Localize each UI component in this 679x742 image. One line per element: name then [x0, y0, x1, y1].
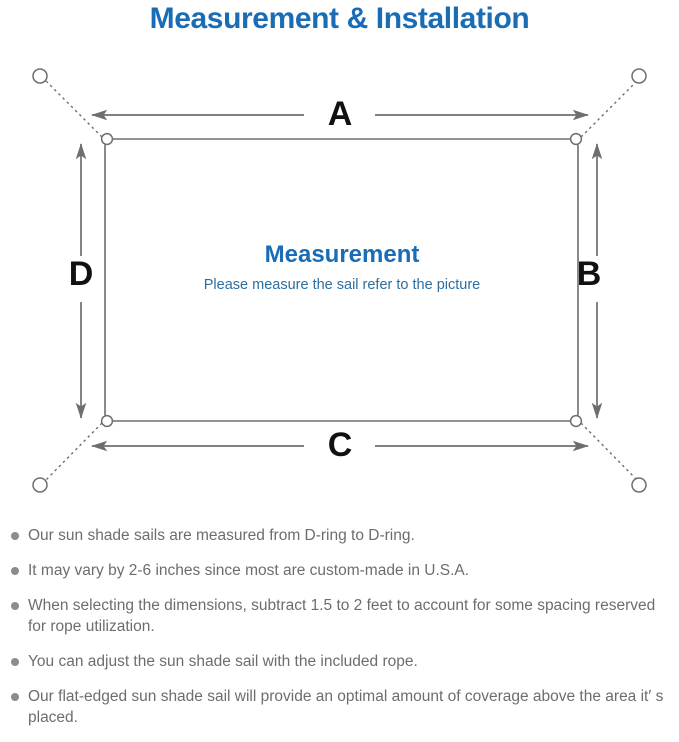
list-item: When selecting the dimensions, subtract …	[0, 595, 679, 637]
diagram-center-heading: Measurement	[264, 241, 420, 268]
bullet-icon	[11, 567, 19, 575]
bullet-icon	[11, 658, 19, 666]
d-ring-bottom-left	[100, 414, 114, 428]
bullet-icon	[11, 693, 19, 701]
anchor-point-bottom-left	[32, 477, 48, 493]
bullet-icon	[11, 532, 19, 540]
anchor-points	[32, 68, 647, 493]
d-ring-top-right	[569, 132, 583, 146]
anchor-point-bottom-right	[631, 477, 647, 493]
rope-bottom-right	[580, 422, 639, 482]
rope-top-left	[44, 79, 103, 138]
list-item-text: It may vary by 2-6 inches since most are…	[28, 562, 470, 579]
dimension-label-b: B	[576, 255, 602, 293]
dimension-label-c: C	[327, 426, 353, 464]
list-item-text: Our flat-edged sun shade sail will provi…	[28, 688, 664, 726]
d-ring-top-left	[100, 132, 114, 146]
rope-bottom-left	[44, 422, 103, 482]
d-ring-bottom-right	[569, 414, 583, 428]
rope-top-right	[580, 79, 639, 138]
dimension-label-a: A	[327, 95, 353, 133]
list-item: You can adjust the sun shade sail with t…	[0, 651, 679, 672]
diagram-svg	[32, 68, 647, 493]
page-title: Measurement & Installation	[149, 2, 530, 35]
dimension-label-d: D	[68, 255, 94, 293]
list-item: Our flat-edged sun shade sail will provi…	[0, 686, 679, 728]
anchor-ropes	[44, 79, 639, 482]
measurement-diagram: A B C D Measurement Please measure the s…	[0, 44, 679, 519]
list-item: It may vary by 2-6 inches since most are…	[0, 560, 679, 581]
d-rings	[100, 132, 583, 428]
list-item-text: You can adjust the sun shade sail with t…	[28, 653, 418, 670]
diagram-center-subheading: Please measure the sail refer to the pic…	[203, 277, 481, 293]
anchor-point-top-right	[631, 68, 647, 84]
bullet-icon	[11, 602, 19, 610]
list-item-text: Our sun shade sails are measured from D-…	[28, 527, 415, 544]
list-item: Our sun shade sails are measured from D-…	[0, 525, 679, 546]
list-item-text: When selecting the dimensions, subtract …	[28, 597, 656, 635]
notes-list: Our sun shade sails are measured from D-…	[0, 525, 679, 742]
anchor-point-top-left	[32, 68, 48, 84]
